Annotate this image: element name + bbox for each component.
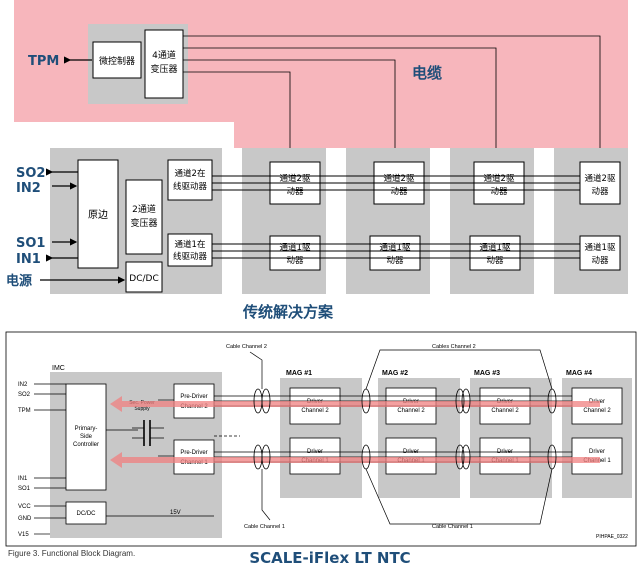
mag1-label: MAG #1 xyxy=(286,370,312,377)
svg-text:Side: Side xyxy=(80,434,93,440)
primary-label: 原边 xyxy=(88,209,108,221)
iflex-pin-labels: IN2 SO2 TPM IN1 SO1 VCC GND V15 15V PIHP… xyxy=(18,382,628,540)
dcdc-box xyxy=(125,261,163,293)
primary-box xyxy=(77,159,119,269)
svg-text:Channel 2: Channel 2 xyxy=(491,408,519,414)
svg-text:IN1: IN1 xyxy=(18,476,28,482)
svg-text:Driver: Driver xyxy=(589,449,605,455)
svg-text:Supply: Supply xyxy=(134,406,150,412)
drv2-4b: 动器 xyxy=(591,186,609,197)
transformer2-box xyxy=(125,179,163,255)
drv1-4a: 通道1驱 xyxy=(585,242,616,253)
drv1-3a: 通道1驱 xyxy=(480,242,511,253)
svg-text:SO2: SO2 xyxy=(18,392,31,398)
driver-labels: 通道2驱 动器 通道2驱 动器 通道2驱 动器 通道2驱 动器 通道1驱 动器 … xyxy=(280,173,616,266)
svg-text:Controller: Controller xyxy=(73,442,99,448)
svg-text:Channel 2: Channel 2 xyxy=(301,408,329,414)
svg-text:IN2: IN2 xyxy=(18,382,28,388)
drv1-1b: 动器 xyxy=(286,255,304,266)
transformer4-box xyxy=(144,29,184,99)
svg-text:Channel 2: Channel 2 xyxy=(583,408,611,414)
drv1-4b: 动器 xyxy=(591,255,609,266)
traditional-diagram: 微控制器 4通道 变压器 TPM 电缆 原边 2通道 变压器 DC/DC 通道2… xyxy=(6,0,628,321)
imc-label: IMC xyxy=(52,365,65,372)
svg-text:SO1: SO1 xyxy=(18,486,31,492)
mag-labels: MAG #1 MAG #2 MAG #3 MAG #4 xyxy=(286,370,592,377)
traditional-caption: 传统解决方案 xyxy=(242,303,334,321)
svg-text:Cables Channel 2: Cables Channel 2 xyxy=(432,344,476,350)
so1-label: SO1 xyxy=(16,236,45,251)
dcdc-label: DC/DC xyxy=(129,274,158,284)
iflex-caption: SCALE-iFlex LT NTC xyxy=(249,549,410,567)
drv1-3b: 动器 xyxy=(486,255,504,266)
scale-iflex-diagram: IMC MAG #1 MAG #2 MAG #3 MAG #4 xyxy=(5,331,637,567)
pre-ch1-label-2: 线驱动器 xyxy=(173,251,208,262)
transformer4-label-1: 4通道 xyxy=(152,49,176,61)
svg-text:Cable Channel 1: Cable Channel 1 xyxy=(432,524,473,530)
in2-label: IN2 xyxy=(16,181,41,196)
cable-ellipses xyxy=(253,388,557,470)
svg-text:15V: 15V xyxy=(170,510,181,516)
channel-bus-lines xyxy=(212,175,580,259)
svg-text:TPM: TPM xyxy=(18,408,31,414)
drv2-4a: 通道2驱 xyxy=(585,173,616,184)
drv2-1a: 通道2驱 xyxy=(280,173,311,184)
pre-ch2-label-1: 通道2在 xyxy=(175,168,206,179)
micro-controller-label: 微控制器 xyxy=(99,55,135,67)
svg-text:Primary-: Primary- xyxy=(75,426,98,432)
svg-text:DC/DC: DC/DC xyxy=(77,511,97,517)
drv2-1b: 动器 xyxy=(286,186,304,197)
svg-text:Cable Channel 2: Cable Channel 2 xyxy=(226,344,267,350)
drv2-2a: 通道2驱 xyxy=(384,173,415,184)
transformer2-label-2: 变压器 xyxy=(130,217,157,229)
mag3-label: MAG #3 xyxy=(474,370,500,377)
mag4-label: MAG #4 xyxy=(566,370,592,377)
cable-label: 电缆 xyxy=(412,64,442,82)
tpm-label: TPM xyxy=(28,54,59,69)
transformer2-label-1: 2通道 xyxy=(132,203,156,215)
so2-label: SO2 xyxy=(16,166,45,181)
pre-ch1-box xyxy=(167,233,213,267)
drv1-2a: 通道1驱 xyxy=(380,242,411,253)
in1-label: IN1 xyxy=(16,252,41,267)
svg-text:PIHPAE_0322: PIHPAE_0322 xyxy=(596,534,628,540)
drv2-3b: 动器 xyxy=(490,186,508,197)
svg-text:Channel 2: Channel 2 xyxy=(397,408,425,414)
cable-callouts xyxy=(249,349,553,525)
svg-text:V15: V15 xyxy=(18,532,29,538)
pre-ch1-label-1: 通道1在 xyxy=(175,239,206,250)
mag2-label: MAG #2 xyxy=(382,370,408,377)
svg-text:Cable Channel 1: Cable Channel 1 xyxy=(244,524,285,530)
pre-ch2-label-2: 线驱动器 xyxy=(173,181,208,192)
figure-caption: Figure 3. Functional Block Diagram. xyxy=(8,549,135,558)
drv2-3a: 通道2驱 xyxy=(484,173,515,184)
cable-lines xyxy=(183,35,601,162)
transformer-symbol xyxy=(132,420,164,446)
pre-ch2-box xyxy=(167,159,213,201)
transformer4-label-2: 变压器 xyxy=(150,63,177,75)
micro-controller-box xyxy=(92,41,142,79)
drv1-2b: 动器 xyxy=(386,255,404,266)
svg-text:GND: GND xyxy=(18,516,32,522)
cable-labels: Cable Channel 2 Cables Channel 2 Cable C… xyxy=(226,344,476,530)
power-label: 电源 xyxy=(6,273,32,289)
iflex-pin-lines xyxy=(34,383,66,535)
svg-text:Pre-Driver: Pre-Driver xyxy=(180,394,207,400)
signal-arrows xyxy=(110,396,600,468)
drv1-1a: 通道1驱 xyxy=(280,242,311,253)
svg-text:VCC: VCC xyxy=(18,504,31,510)
svg-text:Pre-Driver: Pre-Driver xyxy=(180,450,207,456)
drv2-2b: 动器 xyxy=(390,186,408,197)
